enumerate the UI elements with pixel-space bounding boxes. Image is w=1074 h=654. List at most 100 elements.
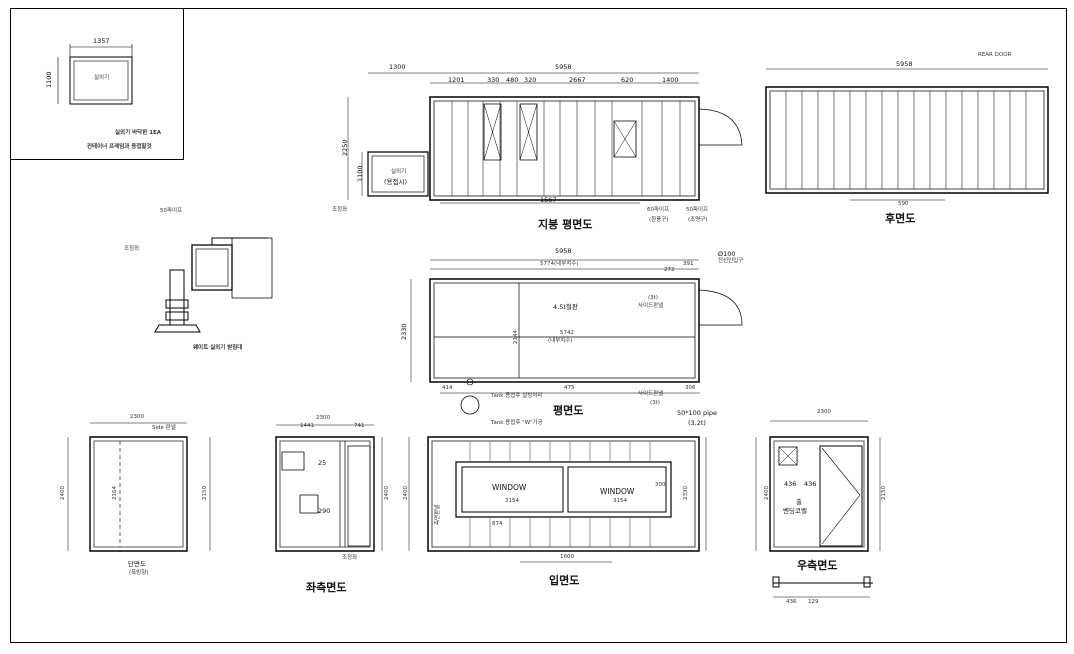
section-title: 단면도 — [128, 560, 146, 568]
right-door-label: 출 — [796, 498, 802, 506]
floor-tank-note-1: Tank 용접후 실링처리 — [491, 393, 543, 399]
front-dim-300: 300 — [655, 482, 666, 488]
outdoor-unit-stand-detail — [155, 238, 272, 332]
roof-dim-unit-h: 1100 — [356, 165, 364, 182]
left-elevation-drawing — [276, 425, 382, 551]
detail-adjuster-label: 조정좌 — [124, 246, 140, 252]
front-dim-bottom: 1600 — [560, 554, 574, 560]
front-pipe-label: 50*100 pipe — [677, 409, 718, 417]
roof-leader-right-sub: (조명구) — [688, 217, 708, 223]
left-dim-height: 2400 — [384, 486, 390, 500]
inset-box-label: 실외기 — [94, 75, 110, 81]
floor-center-label: 4.5t철판 — [553, 303, 578, 311]
drawing-border — [11, 9, 1067, 643]
rear-door-label: REAR DOOR — [978, 52, 1012, 58]
front-dim-right-w: 3154 — [613, 498, 627, 504]
front-elevation-title: 입면도 — [549, 574, 580, 587]
section-subtitle: (폭방향) — [129, 570, 149, 576]
right-detail-dim-2: 129 — [808, 599, 819, 605]
floor-dim-5742-sub: (내부치수) — [548, 338, 573, 344]
front-dim-874: 874 — [492, 521, 503, 527]
front-window-left: WINDOW — [492, 483, 527, 492]
inset-frame — [11, 9, 184, 160]
floor-dim-overall: 5958 — [555, 247, 572, 255]
floor-dim-5742: 5742 — [560, 330, 574, 336]
front-dim-right-h: 2330 — [683, 486, 689, 500]
roof-leader-mid-sub: (환풍구) — [649, 217, 669, 223]
roof-dim-top-6: 620 — [621, 76, 634, 84]
right-dim-436b: 436 — [804, 480, 817, 488]
front-pipe-sub: (3.2t) — [688, 419, 706, 427]
left-dim-top-1: 1441 — [300, 423, 314, 429]
roof-dim-bottom: 1567 — [540, 196, 557, 204]
floor-dim-height: 2330 — [400, 323, 408, 340]
floor-dim-391: 391 — [683, 261, 694, 267]
left-dim-290: 290 — [318, 507, 331, 515]
roof-dim-height: 2250 — [341, 139, 349, 156]
left-dim-overall: 2300 — [316, 415, 330, 421]
section-dim-inner: 2164 — [112, 486, 118, 500]
roof-leader-left: 조정좌 — [332, 207, 348, 213]
roof-dim-overall: 5958 — [555, 63, 572, 71]
right-elevation-title: 우측면도 — [797, 559, 838, 572]
front-dim-height: 2400 — [403, 486, 409, 500]
section-dim-width: 2300 — [130, 414, 144, 420]
section-top-note: Side 판넬 — [152, 425, 176, 431]
section-drawing — [68, 423, 210, 551]
floor-dim-bottom-1: 414 — [442, 385, 453, 391]
roof-dim-top-3: 480 — [506, 76, 519, 84]
right-dim-inner: 2150 — [881, 486, 887, 500]
front-elevation-drawing — [409, 437, 706, 562]
floor-tank-note-2: Tank 용접후 "W"가공 — [491, 420, 543, 426]
right-dim-436a: 436 — [784, 480, 797, 488]
floor-dim-inner: 5774(내부치수) — [540, 261, 579, 267]
roof-plan-title: 지붕 평면도 — [538, 218, 593, 231]
right-door-sub: 벤딩코벨 — [783, 507, 807, 515]
right-dim-height: 2400 — [764, 486, 770, 500]
roof-leader-mid: 60파이프 — [647, 207, 670, 213]
detail-title: 웨이트 실외기 받침대 — [193, 345, 243, 351]
rear-elevation-drawing — [766, 69, 1048, 200]
rear-dim-bottom: 590 — [898, 201, 909, 207]
floor-plan-title: 평면도 — [553, 404, 584, 417]
roof-unit-label: 실외기 — [391, 169, 407, 175]
section-dim-height: 2400 — [60, 486, 66, 500]
roof-dim-top-2: 330 — [487, 76, 500, 84]
left-leader: 조정좌 — [342, 555, 358, 561]
rear-elevation-title: 후면도 — [885, 212, 916, 225]
left-dim-25: 25 — [318, 459, 327, 467]
floor-dim-272: 272 — [664, 267, 675, 273]
inset-dim-height: 1100 — [45, 71, 53, 88]
front-dim-left-w: 3154 — [505, 498, 519, 504]
left-dim-top-2: 741 — [354, 423, 365, 429]
inset-note-2: 컨테이너 프레임과 용접할것 — [87, 144, 152, 150]
roof-dim-left: 1300 — [389, 63, 406, 71]
floor-center-sub: (3t) — [648, 295, 658, 301]
front-side-note: 측면판넬 — [435, 504, 441, 525]
floor-plan-drawing — [411, 260, 742, 414]
inset-dim-width: 1357 — [93, 37, 110, 45]
right-elevation-drawing — [756, 421, 880, 597]
front-window-right: WINDOW — [600, 487, 635, 496]
roof-dim-top-4: 320 — [524, 76, 537, 84]
roof-dim-top-7: 1400 — [662, 76, 679, 84]
roof-plan-drawing — [348, 73, 742, 203]
inset-note-1: 실외기 바닥판 1EA — [115, 130, 162, 136]
rear-dim-overall: 5958 — [896, 60, 913, 68]
roof-unit-sub: (용접시) — [384, 178, 408, 186]
floor-dim-bottom-2: 475 — [564, 385, 575, 391]
floor-side-panel-bottom-sub: (3t) — [650, 400, 660, 406]
floor-pipe-note: 전선인입구 — [718, 258, 744, 264]
inset-outdoor-unit — [58, 44, 132, 104]
floor-dim-pipe: Ø100 — [718, 250, 736, 258]
floor-dim-2144: 2144 — [513, 330, 519, 344]
floor-side-panel-bottom: 사이드판넬 — [638, 391, 664, 397]
roof-dim-top-5: 2667 — [569, 76, 586, 84]
roof-dim-top-1: 1201 — [448, 76, 465, 84]
roof-leader-right: 50파이프 — [686, 207, 709, 213]
floor-dim-bottom-3: 306 — [685, 385, 696, 391]
section-dim-right: 2150 — [202, 486, 208, 500]
right-detail-dim-1: 436 — [786, 599, 797, 605]
right-dim-overall: 2300 — [817, 409, 831, 415]
